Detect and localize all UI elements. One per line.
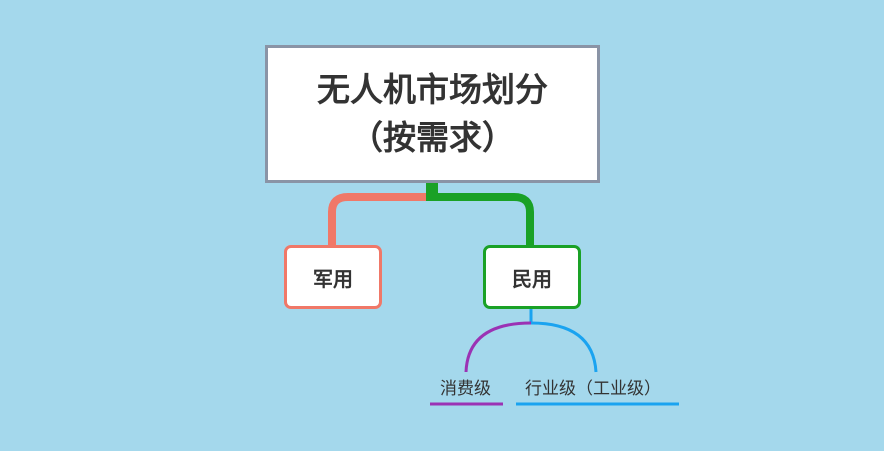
root-topic[interactable]: 无人机市场划分 （按需求） xyxy=(265,45,600,183)
subtopic-consumer[interactable]: 消费级 xyxy=(440,379,491,399)
root-title-line1: 无人机市场划分 xyxy=(317,70,548,109)
root-stem xyxy=(426,183,438,195)
root-title-line2: （按需求） xyxy=(350,118,515,157)
connector-military xyxy=(328,193,432,246)
topic-civil[interactable]: 民用 xyxy=(483,245,581,309)
connector-consumer xyxy=(464,321,532,373)
topic-military[interactable]: 军用 xyxy=(284,245,382,309)
topic-military-label: 军用 xyxy=(313,266,353,291)
subtopic-industry[interactable]: 行业级（工业级） xyxy=(525,379,661,399)
topic-civil-label: 民用 xyxy=(512,266,552,291)
connector-civil xyxy=(426,193,534,246)
connector-industry xyxy=(530,321,598,373)
